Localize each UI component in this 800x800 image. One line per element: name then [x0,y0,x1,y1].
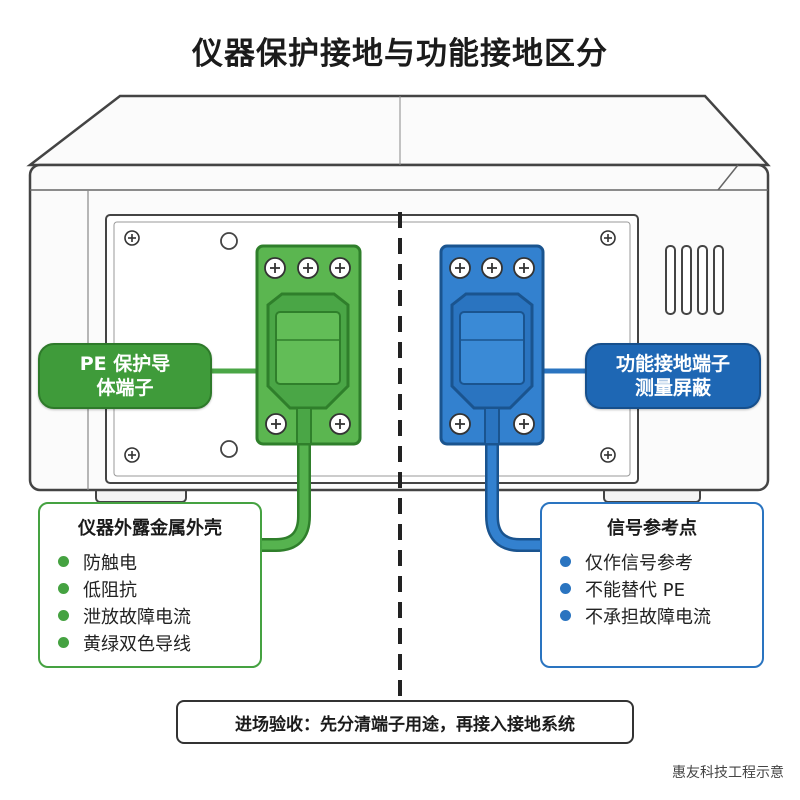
green-ground-cable-fill [257,435,309,550]
pe-terminal-label-line2: 体端子 [96,377,154,399]
functional-cable-boot [484,407,500,445]
list-item: 防触电 [58,548,242,575]
bullet-icon [58,556,69,567]
list-item: 泄放故障电流 [58,602,242,629]
bullet-icon [58,637,69,648]
list-item-text: 泄放故障电流 [83,606,191,628]
list-item-text: 防触电 [83,552,137,574]
pe-info-list: 防触电 低阻抗 泄放故障电流 黄绿双色导线 [58,548,242,656]
screw-icon [449,257,535,435]
watermark-text: 惠友科技工程示意 [672,765,784,781]
acceptance-note: 进场验收：先分清端子用途，再接入接地系统 [176,700,634,744]
list-item: 黄绿双色导线 [58,629,242,656]
blue-ground-cable-fill [487,435,546,550]
screw-icon [264,257,351,435]
functional-info-title: 信号参考点 [607,518,697,539]
panel-hole-icon [220,440,238,458]
list-item-text: 不能替代 PE [585,579,685,601]
functional-terminal-label-line2: 测量屏蔽 [634,377,711,399]
pe-info-title: 仪器外露金属外壳 [78,518,222,539]
instrument-top-panel [26,94,771,167]
bullet-icon [560,610,571,621]
functional-terminal-label-line1: 功能接地端子 [615,353,730,375]
functional-terminal-label: 功能接地端子 测量屏蔽 [585,343,761,409]
pe-info-box: 仪器外露金属外壳 防触电 低阻抗 泄放故障电流 黄绿双色导线 [38,502,262,668]
bullet-icon [560,583,571,594]
pe-terminal-label-line1: PE 保护导 [79,353,171,375]
pe-cable-boot [296,407,312,445]
list-item: 不能替代 PE [560,575,744,602]
functional-plug-face [459,311,525,385]
vent-grille [665,245,724,315]
list-item: 仅作信号参考 [560,548,744,575]
list-item: 低阻抗 [58,575,242,602]
bullet-icon [560,556,571,567]
list-item-text: 低阻抗 [83,579,137,601]
list-item-text: 黄绿双色导线 [83,633,191,655]
list-item: 不承担故障电流 [560,602,744,629]
list-item-text: 仅作信号参考 [585,552,693,574]
list-item-text: 不承担故障电流 [585,606,711,628]
diagram-title: 仪器保护接地与功能接地区分 [192,36,608,72]
pe-plug-face [275,311,341,385]
bullet-icon [58,610,69,621]
pe-terminal-label: PE 保护导 体端子 [38,343,212,409]
functional-info-box: 信号参考点 仅作信号参考 不能替代 PE 不承担故障电流 [540,502,764,668]
instrument-side-edge-right [717,164,739,191]
panel-screw-icon [124,230,616,463]
panel-hole-icon [220,232,238,250]
bullet-icon [58,583,69,594]
functional-info-list: 仅作信号参考 不能替代 PE 不承担故障电流 [560,548,744,629]
